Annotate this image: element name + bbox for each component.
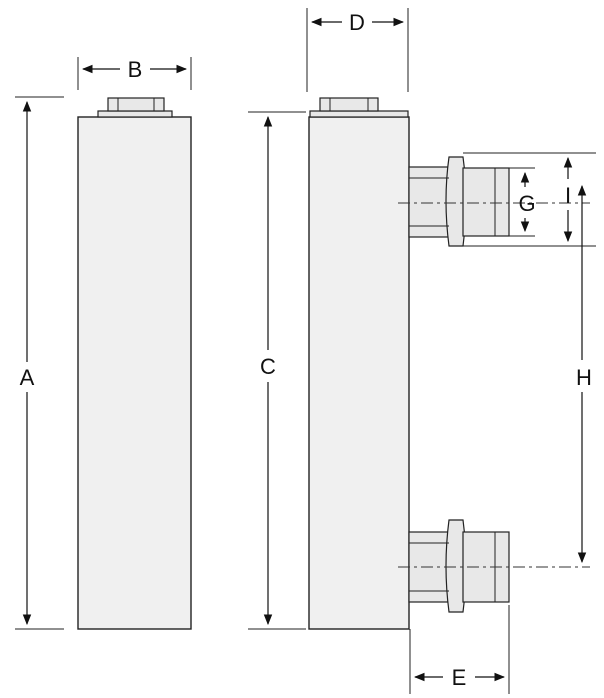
front-view bbox=[77, 97, 192, 630]
dimension-b: B bbox=[77, 57, 192, 90]
label-h: H bbox=[576, 365, 592, 390]
label-e: E bbox=[452, 665, 467, 690]
side-top-nut bbox=[319, 97, 379, 112]
label-i: I bbox=[565, 183, 571, 208]
label-b: B bbox=[128, 57, 143, 82]
dimension-e: E bbox=[409, 605, 510, 694]
lower-port-fitting bbox=[408, 519, 510, 613]
label-a: A bbox=[20, 365, 35, 390]
dimension-a: A bbox=[15, 96, 64, 630]
dimension-d: D bbox=[306, 8, 409, 92]
dimension-i: I bbox=[463, 152, 596, 247]
dimension-h: H bbox=[576, 184, 592, 564]
label-d: D bbox=[349, 10, 365, 35]
label-g: G bbox=[518, 191, 535, 216]
side-view bbox=[308, 97, 590, 630]
side-cylinder-body bbox=[308, 116, 410, 630]
front-top-flange bbox=[97, 110, 173, 118]
front-top-nut bbox=[107, 97, 165, 112]
upper-port-fitting bbox=[408, 156, 510, 247]
side-top-flange bbox=[309, 110, 409, 118]
front-cylinder-body bbox=[77, 116, 192, 630]
dimension-c: C bbox=[248, 111, 306, 630]
label-c: C bbox=[260, 354, 276, 379]
dimension-g: G bbox=[509, 167, 536, 237]
